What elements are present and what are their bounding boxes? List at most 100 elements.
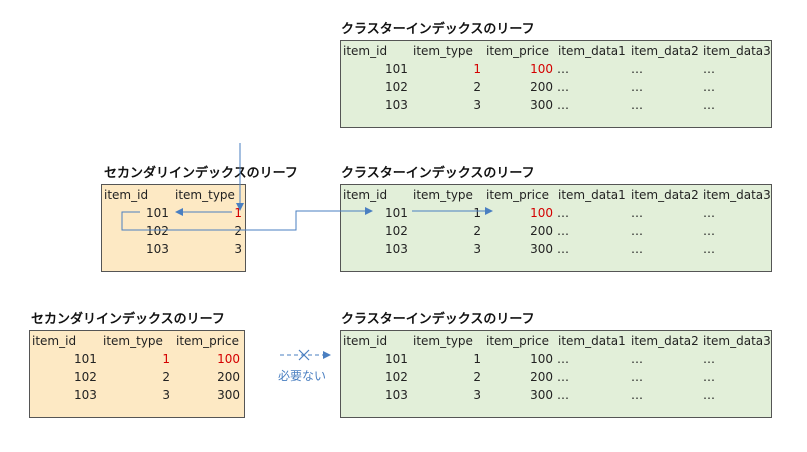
cell-item-data1: … (557, 242, 569, 256)
cell-item-data1: … (557, 62, 569, 76)
cell-item-type: 1 (473, 352, 481, 366)
col-header-item-id: item_id (104, 188, 149, 202)
cell-item-data3: … (703, 242, 715, 256)
cell-item-data3: … (703, 98, 715, 112)
col-header-item-type: item_type (103, 334, 163, 348)
cell-item-type: 1 (234, 206, 242, 220)
clustered-leaf-box-1: item_id item_type item_price item_data1 … (340, 40, 772, 128)
col-header-item-price: item_price (176, 334, 239, 348)
cell-item-id: 103 (146, 242, 169, 256)
cell-item-type: 2 (473, 80, 481, 94)
cell-item-price: 100 (217, 352, 240, 366)
cell-item-type: 2 (473, 224, 481, 238)
cell-item-type: 1 (473, 206, 481, 220)
col-header-item-id: item_id (343, 188, 388, 202)
cell-item-data2: … (631, 388, 643, 402)
cell-item-id: 101 (385, 352, 408, 366)
col-header-item-type: item_type (413, 334, 473, 348)
cell-item-data3: … (703, 370, 715, 384)
cell-item-type: 1 (162, 352, 170, 366)
cell-item-data2: … (631, 80, 643, 94)
col-header-item-data2: item_data2 (631, 44, 699, 58)
cell-item-id: 103 (385, 242, 408, 256)
cell-item-data2: … (631, 370, 643, 384)
cell-item-price: 300 (217, 388, 240, 402)
cell-item-data1: … (557, 352, 569, 366)
cell-item-data3: … (703, 62, 715, 76)
col-header-item-data3: item_data3 (703, 334, 771, 348)
cell-item-data3: … (703, 224, 715, 238)
cell-item-id: 103 (385, 388, 408, 402)
secondary-leaf-box-3: item_id item_type item_price 101 1 100 1… (29, 330, 245, 418)
clustered-leaf-box-2: item_id item_type item_price item_data1 … (340, 184, 772, 272)
col-header-item-type: item_type (413, 44, 473, 58)
col-header-item-type: item_type (175, 188, 235, 202)
cell-item-id: 101 (385, 62, 408, 76)
cell-item-data1: … (557, 206, 569, 220)
cell-item-price: 300 (530, 242, 553, 256)
col-header-item-price: item_price (486, 44, 549, 58)
cell-item-type: 3 (473, 242, 481, 256)
col-header-item-data3: item_data3 (703, 44, 771, 58)
cell-item-price: 200 (530, 80, 553, 94)
cell-item-id: 102 (385, 224, 408, 238)
not-needed-label: 必要ない (278, 369, 327, 383)
cell-item-data2: … (631, 224, 643, 238)
cell-item-price: 200 (530, 224, 553, 238)
secondary-leaf-title-2: セカンダリインデックスのリーフ (104, 166, 298, 181)
cell-item-id: 101 (385, 206, 408, 220)
cell-item-data2: … (631, 352, 643, 366)
clustered-leaf-title-3: クラスターインデックスのリーフ (341, 312, 535, 327)
col-header-item-data1: item_data1 (558, 44, 626, 58)
cell-item-type: 3 (234, 242, 242, 256)
col-header-item-data1: item_data1 (558, 188, 626, 202)
cell-item-price: 200 (217, 370, 240, 384)
cell-item-data1: … (557, 80, 569, 94)
cell-item-data1: … (557, 388, 569, 402)
cell-item-data1: … (557, 224, 569, 238)
cell-item-data3: … (703, 80, 715, 94)
cell-item-id: 102 (385, 370, 408, 384)
cell-item-data3: … (703, 352, 715, 366)
cell-item-id: 103 (74, 388, 97, 402)
cell-item-price: 200 (530, 370, 553, 384)
cell-item-price: 300 (530, 98, 553, 112)
col-header-item-id: item_id (343, 334, 388, 348)
cell-item-type: 2 (234, 224, 242, 238)
cell-item-id: 101 (146, 206, 169, 220)
cell-item-price: 100 (530, 352, 553, 366)
cell-item-id: 102 (74, 370, 97, 384)
col-header-item-data3: item_data3 (703, 188, 771, 202)
cell-item-id: 102 (385, 80, 408, 94)
cell-item-type: 1 (473, 62, 481, 76)
col-header-item-id: item_id (343, 44, 388, 58)
cell-item-id: 102 (146, 224, 169, 238)
cell-item-price: 300 (530, 388, 553, 402)
cell-item-id: 103 (385, 98, 408, 112)
cell-item-data3: … (703, 206, 715, 220)
col-header-item-data2: item_data2 (631, 188, 699, 202)
clustered-leaf-title-1: クラスターインデックスのリーフ (341, 22, 535, 37)
col-header-item-type: item_type (413, 188, 473, 202)
col-header-item-data2: item_data2 (631, 334, 699, 348)
cell-item-data2: … (631, 206, 643, 220)
cell-item-data1: … (557, 370, 569, 384)
cell-item-data2: … (631, 62, 643, 76)
cell-item-data2: … (631, 242, 643, 256)
cell-item-data1: … (557, 98, 569, 112)
cell-item-price: 100 (530, 206, 553, 220)
col-header-item-data1: item_data1 (558, 334, 626, 348)
cell-item-id: 101 (74, 352, 97, 366)
cell-item-type: 3 (473, 388, 481, 402)
cell-item-type: 3 (162, 388, 170, 402)
cell-item-data3: … (703, 388, 715, 402)
clustered-leaf-box-3: item_id item_type item_price item_data1 … (340, 330, 772, 418)
col-header-item-id: item_id (32, 334, 77, 348)
cell-item-type: 3 (473, 98, 481, 112)
clustered-leaf-title-2: クラスターインデックスのリーフ (341, 166, 535, 181)
cell-item-data2: … (631, 98, 643, 112)
cell-item-type: 2 (473, 370, 481, 384)
cell-item-price: 100 (530, 62, 553, 76)
cross-icon (298, 349, 310, 361)
col-header-item-price: item_price (486, 334, 549, 348)
